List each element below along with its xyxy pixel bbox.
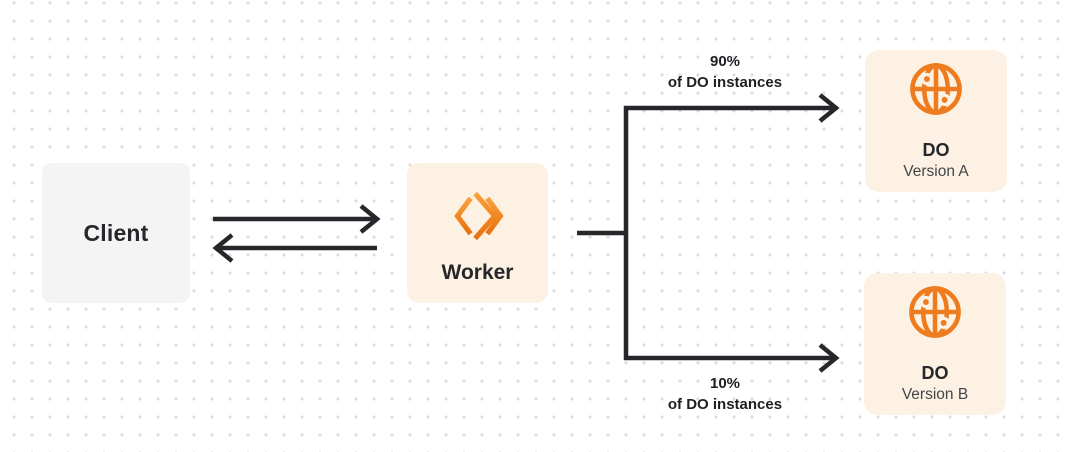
traffic-90-label: 90% of DO instances <box>620 51 830 93</box>
do-version-a-node: DO Version A <box>865 50 1007 192</box>
client-to-worker-arrow <box>213 204 381 234</box>
worker-label: Worker <box>441 261 514 284</box>
traffic-10-label: 10% of DO instances <box>620 373 830 415</box>
do-a-title: DO <box>922 140 950 160</box>
globe-icon <box>907 60 965 118</box>
arrow-to-version-b <box>818 343 840 373</box>
client-label: Client <box>83 219 149 246</box>
do-a-subtitle: Version A <box>903 163 969 180</box>
worker-to-client-arrow <box>212 233 377 263</box>
do-b-subtitle: Version B <box>901 386 969 403</box>
arrow-to-version-a <box>818 93 840 123</box>
traffic-10-percent: 10% <box>709 375 741 392</box>
traffic-90-percent: 90% <box>709 53 741 70</box>
do-version-b-node: DO Version B <box>864 273 1006 415</box>
traffic-10-caption: of DO instances <box>667 396 783 413</box>
globe-icon <box>906 283 964 341</box>
workers-logo-icon <box>450 185 506 247</box>
client-node: Client <box>42 163 190 303</box>
traffic-90-caption: of DO instances <box>667 74 783 91</box>
do-b-title: DO <box>921 363 949 383</box>
traffic-split-connector <box>577 105 834 361</box>
worker-node: Worker <box>407 163 548 303</box>
